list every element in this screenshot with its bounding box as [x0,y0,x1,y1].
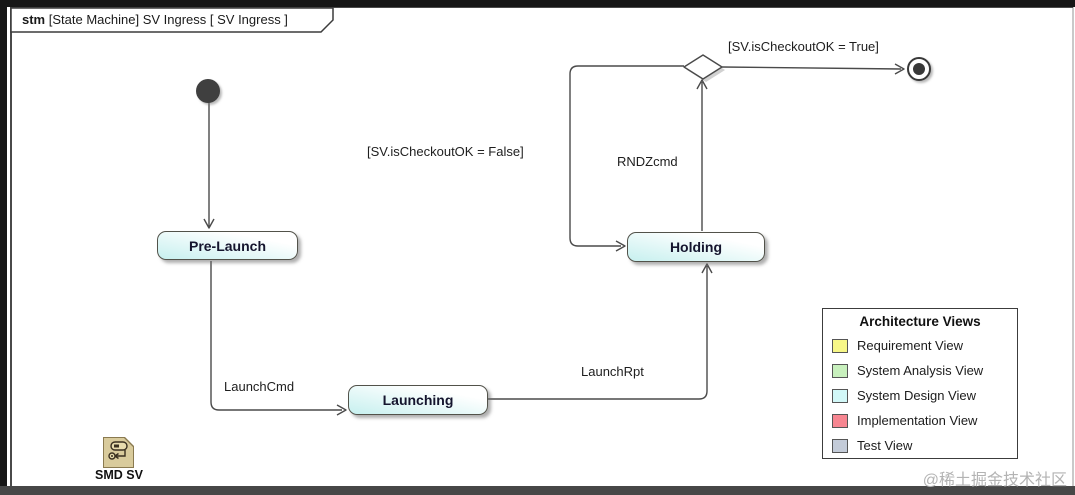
transition-label-rndzcmd: RNDZcmd [617,154,678,169]
state-holding: Holding [627,232,765,262]
choice-diamond-node [683,54,723,80]
arrowhead-launchrpt [701,263,713,274]
state-pre-launch-label: Pre-Launch [188,237,266,254]
arrowhead-guard-true [894,63,905,75]
edge-guard-true [721,66,902,70]
outer-left-strip [0,0,7,495]
frame-title: stm [State Machine] SV Ingress [ SV Ingr… [22,12,288,27]
legend-row-requirement: Requirement View [823,333,1017,358]
state-launching: Launching [348,385,488,415]
smd-sv-label: SMD SV [95,468,143,482]
frame-tab-shape [10,7,334,33]
requirement-view-label: Requirement View [857,338,963,353]
guard-label-false: [SV.isCheckoutOK = False] [367,144,524,159]
legend-architecture-views: Architecture Views Requirement View Syst… [822,308,1018,459]
frame-keyword: stm [22,12,46,27]
implementation-view-swatch [832,413,848,428]
implementation-view-label: Implementation View [857,413,978,428]
final-state-dot [913,63,925,75]
arrowhead-rndzcmd [696,79,708,90]
requirement-view-swatch [832,338,848,353]
arrowhead-guard-false [615,240,626,252]
test-view-label: Test View [857,438,913,453]
state-pre-launch: Pre-Launch [157,231,298,260]
choice-diamond-shadow [687,58,725,82]
final-state-node [907,57,931,81]
legend-title: Architecture Views [859,314,981,329]
outer-bottom-strip [0,486,1075,495]
legend-row-test: Test View [823,433,1017,458]
arrowhead-launchcmd [336,404,347,416]
state-holding-label: Holding [669,239,723,255]
guard-label-true: [SV.isCheckoutOK = True] [728,39,879,54]
outer-right-edge [1072,7,1074,486]
arrowhead-initial-to-prelaunch [203,218,215,229]
watermark: @稀土掘金技术社区 [922,472,1067,489]
edge-launchrpt [488,266,708,400]
transition-label-launchrpt: LaunchRpt [581,364,644,379]
initial-state-node [196,79,220,103]
state-machine-diagram-icon [103,437,134,468]
system-analysis-view-label: System Analysis View [857,363,984,378]
frame-border-left [10,7,12,486]
system-design-view-label: System Design View [857,388,976,403]
frame-title-text: [State Machine] SV Ingress [ SV Ingress … [48,12,288,27]
legend-row-system-design: System Design View [823,383,1017,408]
outer-top-strip [0,0,1075,7]
document-fold-corner [125,437,134,446]
frame-border-top [10,7,1073,8]
transition-label-launchcmd: LaunchCmd [224,379,295,394]
state-launching-label: Launching [382,392,454,408]
system-analysis-view-swatch [832,363,848,378]
system-design-view-swatch [832,388,848,403]
state-machine-glyph [108,441,128,460]
test-view-swatch [832,438,848,453]
legend-row-system-analysis: System Analysis View [823,358,1017,383]
legend-row-implementation: Implementation View [823,408,1017,433]
